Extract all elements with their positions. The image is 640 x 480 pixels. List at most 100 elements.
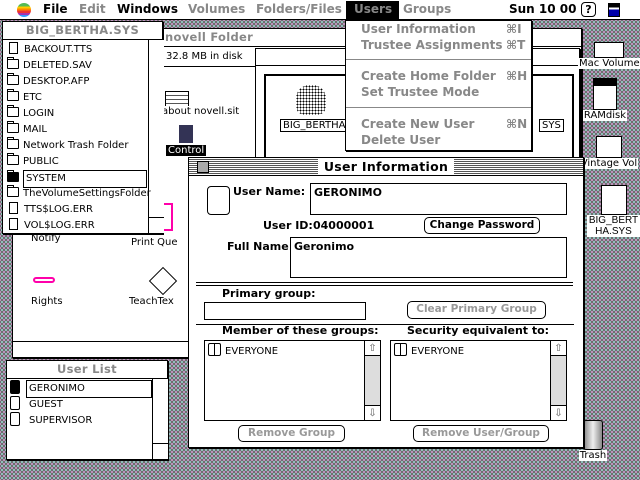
volume-list-item[interactable]: TheVolumeSettingsFolder: [7, 185, 151, 202]
full-name-label: Full Name:: [227, 240, 294, 253]
menu-item-create-home-folder[interactable]: Create Home Folder: [361, 69, 496, 83]
volume-list-item[interactable]: DELETED.SAV: [7, 57, 92, 74]
menu-item-create-new-user[interactable]: Create New User: [361, 117, 475, 131]
user-name: SUPERVISOR: [29, 415, 93, 426]
folder-icon: [7, 105, 19, 117]
volume-list-item[interactable]: PUBLIC: [7, 153, 59, 170]
users-menu-dropdown: User Information ⌘I Trustee Assignments …: [345, 20, 532, 151]
menu-item-user-information[interactable]: User Information: [361, 22, 476, 36]
menu-item-trustee-assignments[interactable]: Trustee Assignments: [361, 38, 503, 52]
desktop-icon-vintage-vol[interactable]: Vintage Vol: [578, 136, 640, 169]
user-list-item[interactable]: GERONIMO: [10, 380, 152, 398]
control-icon[interactable]: [179, 125, 193, 143]
user-name-label: User Name:: [233, 185, 306, 198]
item-name: MAIL: [23, 124, 47, 135]
security-equivalent-list[interactable]: EVERYONE ⇧⇩: [390, 340, 567, 421]
user-list-item[interactable]: SUPERVISOR: [10, 412, 92, 428]
volume-list-item[interactable]: MAIL: [7, 121, 47, 138]
application-icon[interactable]: [608, 3, 620, 17]
menu-volumes[interactable]: Volumes: [188, 2, 246, 16]
folder-icon: [7, 185, 19, 197]
apple-icon[interactable]: [17, 3, 31, 17]
icon-label[interactable]: Control: [166, 145, 207, 156]
clock: Sun 10 00: [509, 2, 577, 16]
desktop-icon-mac-volume[interactable]: Mac Volume: [578, 42, 640, 69]
menu-item-delete-user[interactable]: Delete User: [361, 133, 441, 147]
volume-list-item[interactable]: DESKTOP.AFP: [7, 73, 89, 90]
menu-edit[interactable]: Edit: [79, 2, 106, 16]
item-name: SYSTEM: [23, 170, 147, 188]
vertical-scrollbar[interactable]: ⇧⇩: [364, 341, 380, 420]
menu-separator: [346, 59, 531, 60]
item-name: TheVolumeSettingsFolder: [23, 188, 151, 199]
desktop-icon-ramdisk[interactable]: RAMdisk: [580, 78, 630, 121]
folder-icon: [7, 153, 19, 165]
scroll-up-arrow[interactable]: ⇧: [551, 341, 566, 356]
teachtext-label[interactable]: TeachTex: [129, 296, 174, 307]
menu-groups[interactable]: Groups: [403, 2, 452, 16]
volume-list-item[interactable]: LOGIN: [7, 105, 54, 122]
vertical-scrollbar[interactable]: [148, 40, 164, 233]
volume-list-item[interactable]: TTS$LOG.ERR: [7, 202, 93, 218]
menu-users-highlight[interactable]: [346, 1, 399, 19]
server-volume-icon: [600, 185, 627, 215]
user-name-field[interactable]: GERONIMO: [310, 183, 567, 215]
clear-primary-group-button[interactable]: Clear Primary Group: [407, 301, 546, 319]
primary-group-field[interactable]: [204, 302, 366, 320]
user-list-item[interactable]: GUEST: [10, 396, 63, 412]
teachtext-icon[interactable]: [148, 266, 178, 296]
list-item[interactable]: EVERYONE: [205, 341, 380, 359]
scroll-down-arrow[interactable]: ⇩: [551, 405, 566, 420]
menu-file[interactable]: File: [43, 2, 68, 16]
menu-users[interactable]: Users: [354, 2, 393, 16]
divider: [196, 282, 573, 286]
print-queue-label[interactable]: Print Que: [131, 237, 178, 248]
user-icon: [10, 380, 20, 394]
change-password-button[interactable]: Change Password: [424, 217, 540, 234]
shortcut: ⌘H: [506, 69, 528, 83]
help-icon[interactable]: ?: [581, 2, 596, 17]
folder-icon: [7, 57, 19, 69]
group-icon: [208, 343, 221, 356]
user-information-window: User Information User Name: GERONIMO Use…: [188, 157, 584, 448]
title-bar[interactable]: User Information: [189, 158, 583, 176]
menu-folders-files[interactable]: Folders/Files: [256, 2, 342, 16]
key-icon[interactable]: [33, 277, 55, 283]
disk-info: 32.8 MB in disk: [166, 51, 243, 62]
icon-label[interactable]: about novell.sit: [161, 106, 241, 117]
menu-windows[interactable]: Windows: [117, 2, 178, 16]
menu-item-set-trustee-mode[interactable]: Set Trustee Mode: [361, 85, 480, 99]
volume-list-item[interactable]: SYSTEM: [7, 170, 147, 188]
scroll-down-arrow[interactable]: ⇩: [365, 405, 380, 420]
volume-label[interactable]: SYS: [539, 119, 564, 132]
group-icon: [394, 343, 407, 356]
item-name: PUBLIC: [23, 156, 59, 167]
folder-icon: [7, 73, 19, 85]
window-title: novell Folder: [13, 29, 581, 47]
volume-list-item[interactable]: VOL$LOG.ERR: [7, 218, 95, 234]
network-volume-icon: [596, 136, 622, 158]
volume-list-item[interactable]: Network Trash Folder: [7, 137, 128, 154]
remove-group-button[interactable]: Remove Group: [238, 425, 345, 442]
notify-label[interactable]: Notify: [31, 233, 61, 244]
window-title: User Information: [317, 159, 455, 174]
server-label[interactable]: BIG_BERTHA: [280, 119, 349, 132]
item-name: ETC: [23, 92, 42, 103]
volume-list-item[interactable]: BACKOUT.TTS: [7, 42, 92, 58]
remove-user-group-button[interactable]: Remove User/Group: [413, 425, 549, 442]
user-id-label: User ID:: [263, 219, 313, 232]
floppy-icon: [593, 78, 617, 110]
close-box[interactable]: [197, 161, 209, 173]
server-icon[interactable]: [296, 85, 326, 115]
icon-label: BIG_BERTHA.SYS: [587, 215, 640, 237]
vertical-scrollbar[interactable]: ⇧⇩: [550, 341, 566, 420]
volume-list-item[interactable]: ETC: [7, 89, 42, 106]
rights-label[interactable]: Rights: [31, 296, 63, 307]
list-item[interactable]: EVERYONE: [391, 341, 566, 359]
scroll-up-arrow[interactable]: ⇧: [365, 341, 380, 356]
desktop-icon-big-bertha-sys[interactable]: BIG_BERTHA.SYS: [587, 185, 640, 237]
vertical-scrollbar[interactable]: [152, 379, 168, 459]
divider: [196, 324, 574, 325]
full-name-field[interactable]: Geronimo: [290, 237, 567, 278]
member-groups-list[interactable]: EVERYONE ⇧⇩: [204, 340, 381, 421]
